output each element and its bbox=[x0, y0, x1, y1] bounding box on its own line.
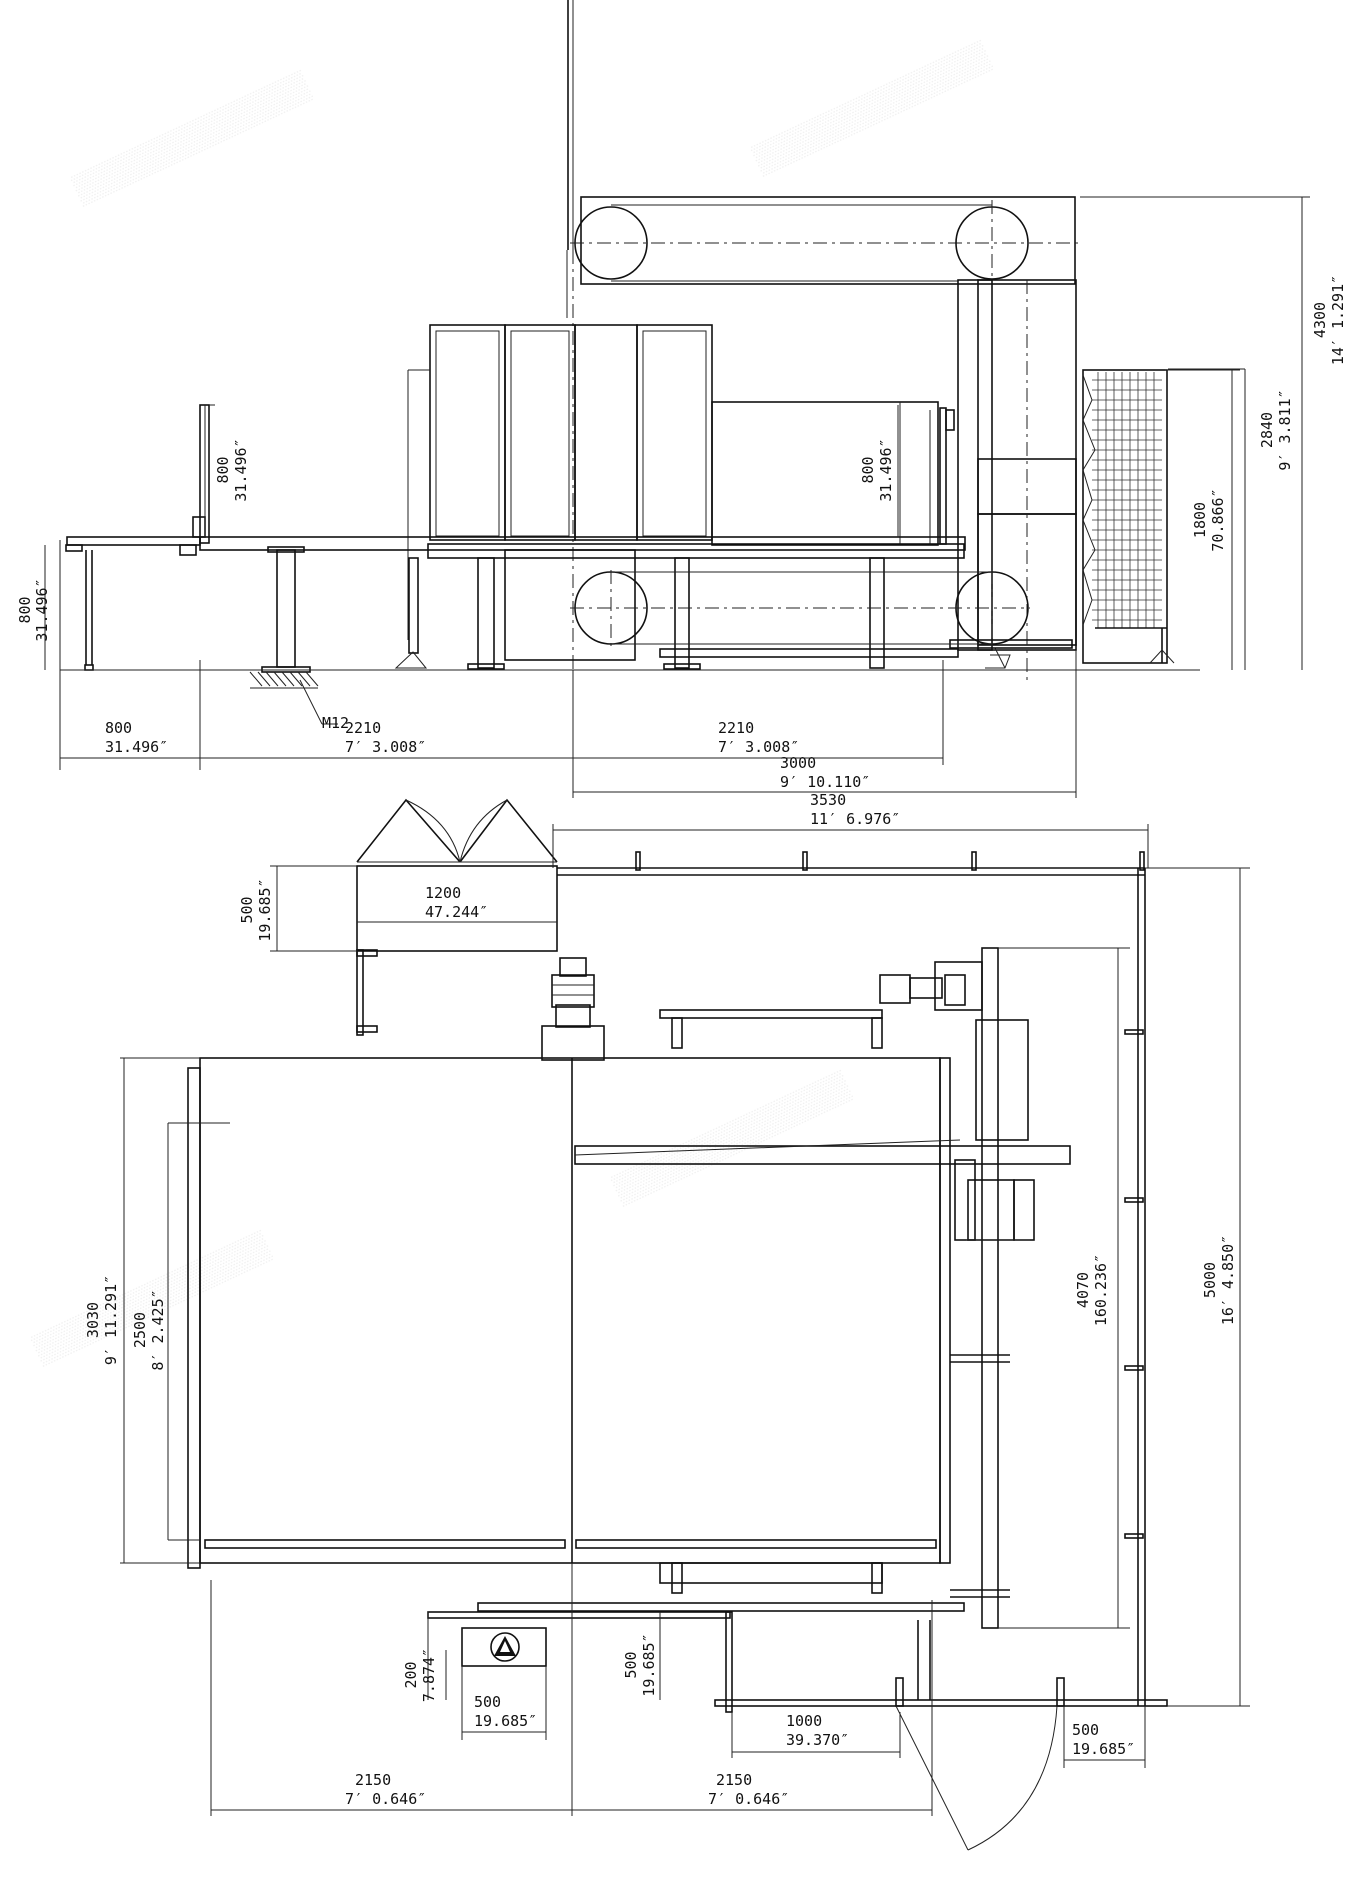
svg-text:11′ 6.976″: 11′ 6.976″ bbox=[810, 810, 900, 828]
svg-text:800: 800 bbox=[859, 456, 877, 483]
svg-text:9′ 11.291″: 9′ 11.291″ bbox=[102, 1275, 120, 1365]
dim-mid-rail-height: 800 31.496″ bbox=[859, 405, 899, 537]
watermark: ▒▒▒▒▒▒▒▒▒▒▒▒ ▒▒▒▒▒▒▒▒▒▒▒▒ ▒▒▒▒▒▒▒▒▒▒▒▒ ▒… bbox=[29, 38, 995, 1367]
dim-right-table: 2210 7′ 3.008″ bbox=[573, 660, 944, 765]
svg-text:4070: 4070 bbox=[1074, 1272, 1092, 1308]
svg-text:3530: 3530 bbox=[810, 791, 846, 809]
svg-text:2210: 2210 bbox=[345, 719, 381, 737]
dim-frame-height: 2840 9′ 3.811″ bbox=[1168, 368, 1294, 670]
svg-text:3000: 3000 bbox=[780, 754, 816, 772]
svg-text:31.496″: 31.496″ bbox=[877, 438, 895, 501]
svg-text:70.866″: 70.866″ bbox=[1209, 488, 1227, 551]
dim-fence-height: 1800 70.866″ bbox=[1165, 369, 1240, 670]
svg-text:800: 800 bbox=[214, 456, 232, 483]
svg-text:14′ 1.291″: 14′ 1.291″ bbox=[1329, 275, 1347, 365]
svg-text:7′ 0.646″: 7′ 0.646″ bbox=[345, 1790, 426, 1808]
svg-text:19.685″: 19.685″ bbox=[256, 878, 274, 941]
svg-text:800: 800 bbox=[16, 596, 34, 623]
svg-text:47.244″: 47.244″ bbox=[425, 903, 488, 921]
svg-text:2150: 2150 bbox=[355, 1771, 391, 1789]
svg-text:31.496″: 31.496″ bbox=[105, 738, 168, 756]
dim-right-half: 2150 7′ 0.646″ bbox=[572, 1600, 933, 1816]
dim-stand-depth: 500 19.685″ bbox=[622, 1612, 661, 1700]
svg-text:160.236″: 160.236″ bbox=[1092, 1254, 1110, 1326]
svg-text:500: 500 bbox=[622, 1651, 640, 1678]
dim-overall-width: 3530 11′ 6.976″ bbox=[552, 791, 1149, 868]
dim-panel-width: 500 19.685″ bbox=[461, 1666, 547, 1740]
dim-table-depth: 3030 9′ 11.291″ bbox=[84, 1058, 125, 1563]
dim-gate-width: 1000 39.370″ bbox=[731, 1712, 901, 1758]
svg-text:2150: 2150 bbox=[716, 1771, 752, 1789]
dim-rail-length: 4070 160.236″ bbox=[998, 947, 1130, 1629]
plan-view: 3530 11′ 6.976″ 1200 47.244″ 500 19.685″… bbox=[84, 791, 1250, 1851]
dim-left-rail-height: 800 31.496″ bbox=[204, 405, 250, 537]
svg-text:500: 500 bbox=[238, 896, 256, 923]
svg-text:▒▒▒▒▒▒▒▒▒▒▒▒: ▒▒▒▒▒▒▒▒▒▒▒▒ bbox=[749, 38, 995, 177]
svg-text:19.685″: 19.685″ bbox=[640, 1633, 658, 1696]
svg-text:3030: 3030 bbox=[84, 1302, 102, 1338]
svg-text:1000: 1000 bbox=[786, 1712, 822, 1730]
dim-left-table: 2210 7′ 3.008″ bbox=[200, 719, 573, 759]
svg-text:▒▒▒▒▒▒▒▒▒▒▒▒: ▒▒▒▒▒▒▒▒▒▒▒▒ bbox=[69, 68, 315, 207]
svg-text:8′ 2.425″: 8′ 2.425″ bbox=[149, 1289, 167, 1370]
svg-text:9′ 3.811″: 9′ 3.811″ bbox=[1276, 389, 1294, 470]
svg-text:4300: 4300 bbox=[1311, 302, 1329, 338]
dim-total-height: 4300 14′ 1.291″ bbox=[1080, 196, 1347, 670]
svg-text:9′ 10.110″: 9′ 10.110″ bbox=[780, 773, 870, 791]
svg-text:800: 800 bbox=[105, 719, 132, 737]
svg-text:200: 200 bbox=[402, 1661, 420, 1688]
svg-text:1200: 1200 bbox=[425, 884, 461, 902]
side-view: M12 800 31.496″ 800 31.496″ 800 31.496″ … bbox=[16, 0, 1347, 798]
dim-door-clearance: 500 19.685″ bbox=[1063, 1706, 1146, 1768]
svg-text:39.370″: 39.370″ bbox=[786, 1731, 849, 1749]
svg-text:19.685″: 19.685″ bbox=[1072, 1740, 1135, 1758]
warning-triangle-icon bbox=[490, 1632, 520, 1662]
dim-panel-offset: 200 7.874″ bbox=[402, 1648, 447, 1702]
svg-text:500: 500 bbox=[1072, 1721, 1099, 1739]
dim-left-outfeed-height: 800 31.496″ bbox=[16, 545, 51, 670]
svg-text:19.685″: 19.685″ bbox=[474, 1712, 537, 1730]
svg-text:1800: 1800 bbox=[1191, 502, 1209, 538]
dim-infeed-length: 1200 47.244″ bbox=[357, 884, 557, 923]
svg-text:2210: 2210 bbox=[718, 719, 754, 737]
svg-text:5000: 5000 bbox=[1201, 1262, 1219, 1298]
svg-text:7′ 3.008″: 7′ 3.008″ bbox=[345, 738, 426, 756]
dim-cut-depth: 2500 8′ 2.425″ bbox=[131, 1123, 169, 1540]
svg-text:500: 500 bbox=[474, 1693, 501, 1711]
svg-text:7′ 3.008″: 7′ 3.008″ bbox=[718, 738, 799, 756]
svg-text:7.874″: 7.874″ bbox=[420, 1648, 438, 1702]
svg-text:31.496″: 31.496″ bbox=[232, 438, 250, 501]
bolt-label: M12 bbox=[322, 714, 349, 732]
svg-text:2500: 2500 bbox=[131, 1312, 149, 1348]
svg-text:31.496″: 31.496″ bbox=[33, 578, 51, 641]
dim-outfeed-length: 800 31.496″ bbox=[60, 719, 200, 759]
svg-text:16′ 4.850″: 16′ 4.850″ bbox=[1219, 1235, 1237, 1325]
svg-text:2840: 2840 bbox=[1258, 412, 1276, 448]
dim-infeed-width: 500 19.685″ bbox=[238, 865, 357, 952]
dim-machine-width: 3000 9′ 10.110″ bbox=[572, 650, 1077, 798]
svg-text:7′ 0.646″: 7′ 0.646″ bbox=[708, 1790, 789, 1808]
safety-mesh bbox=[1092, 372, 1162, 628]
svg-text:▒▒▒▒▒▒▒▒▒▒▒▒: ▒▒▒▒▒▒▒▒▒▒▒▒ bbox=[609, 1068, 855, 1207]
dim-left-half: 2150 7′ 0.646″ bbox=[210, 1563, 573, 1816]
dim-overall-length: 5000 16′ 4.850″ bbox=[1145, 867, 1250, 1707]
